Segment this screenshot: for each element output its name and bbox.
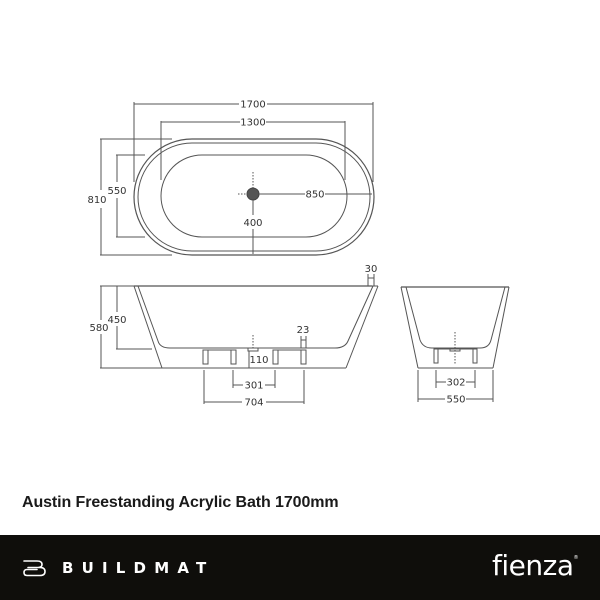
- buildmat-brand[interactable]: BUILDMAT: [22, 559, 214, 577]
- dim-waste-to-side: 400: [243, 218, 262, 229]
- technical-drawing: 1700 1300 810 550 850 400 30 580 450 23 …: [87, 100, 510, 409]
- dim-leg-width: 23: [297, 325, 310, 336]
- end-view: [400, 286, 510, 402]
- dim-inner-width: 550: [107, 186, 126, 197]
- dim-rim-thickness: 30: [365, 264, 378, 275]
- dim-end-base-width: 550: [446, 395, 465, 406]
- footer-bar: BUILDMAT fienza®: [0, 535, 600, 600]
- dim-inner-leg-spacing: 301: [244, 381, 263, 392]
- product-title: Austin Freestanding Acrylic Bath 1700mm: [22, 494, 339, 511]
- dim-end-leg-spacing: 302: [446, 378, 465, 389]
- buildmat-b-logo-icon: [23, 560, 46, 577]
- dim-overall-length: 1700: [240, 100, 265, 111]
- dim-inner-length: 1300: [240, 118, 265, 129]
- fienza-brand[interactable]: fienza®: [492, 549, 578, 582]
- dim-outer-leg-spacing: 704: [244, 398, 263, 409]
- dim-inner-depth: 450: [107, 315, 126, 326]
- side-view: [100, 274, 379, 404]
- dim-waste-to-end: 850: [305, 190, 324, 201]
- fienza-wordmark: fienza: [492, 549, 574, 582]
- dim-overall-height: 580: [89, 323, 108, 334]
- registered-mark: ®: [573, 555, 579, 561]
- dim-overall-width: 810: [87, 195, 106, 206]
- dim-waste-height: 110: [249, 355, 268, 366]
- buildmat-wordmark: BUILDMAT: [62, 559, 215, 577]
- plan-view: [100, 102, 375, 256]
